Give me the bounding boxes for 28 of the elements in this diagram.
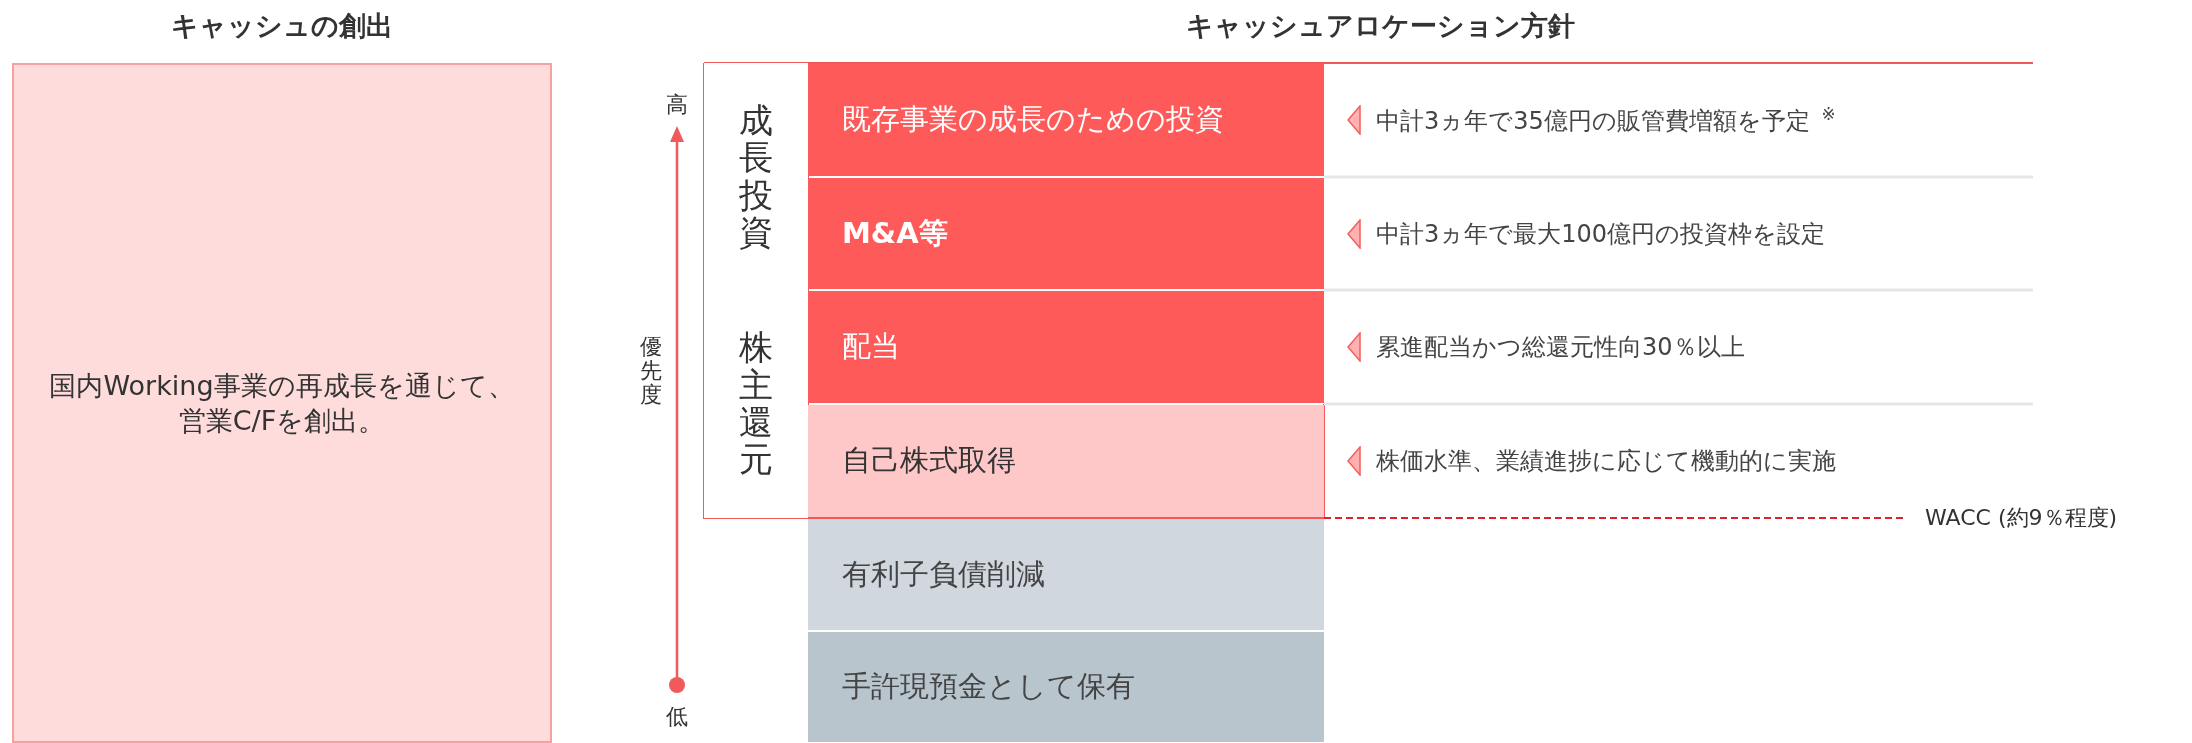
- note-text: 累進配当かつ総還元性向30％以上: [1376, 332, 1745, 363]
- panel-text: 国内Working事業の再成長を通じて、営業C/Fを創出。: [48, 368, 516, 438]
- allocation-label: 手許現預金として保有: [842, 668, 1135, 705]
- axis-label: 高: [666, 91, 688, 119]
- description-panel: [12, 63, 552, 743]
- allocation-bar: [808, 64, 1324, 176]
- category-cell: [704, 290, 808, 518]
- section-heading: キャッシュアロケーション方針: [1184, 9, 1576, 43]
- allocation-label: 有利子負債削減: [842, 555, 1045, 593]
- threshold-label: WACC (約9％程度): [1925, 504, 2118, 532]
- category-label: 成長投資: [739, 101, 773, 252]
- allocation-bar: [808, 291, 1324, 403]
- note-text: 中計3ヵ年で最大100億円の投資枠を設定: [1376, 218, 1826, 250]
- category-label: 株主還元: [739, 329, 773, 479]
- allocation-label: M&A等: [842, 214, 948, 252]
- allocation-label: 既存事業の成長のための投資: [842, 101, 1224, 138]
- axis-label: 低: [666, 703, 688, 731]
- note-text: 中計3ヵ年で35億円の販管費増額を予定 $^{※}$: [1376, 103, 1836, 137]
- category-cell: [704, 63, 808, 290]
- allocation-bar: [808, 405, 1324, 517]
- allocation-bar: [808, 178, 1324, 289]
- section-heading: キャッシュの創出: [170, 9, 394, 43]
- allocation-label: 配当: [842, 328, 900, 365]
- allocation-bar: [808, 519, 1324, 630]
- note-text: 株価水準、業績進捗に応じて機動的に実施: [1376, 446, 1836, 477]
- axis-title: 優先度: [640, 335, 662, 408]
- allocation-bar: [808, 632, 1324, 742]
- allocation-label: 自己株式取得: [842, 442, 1016, 479]
